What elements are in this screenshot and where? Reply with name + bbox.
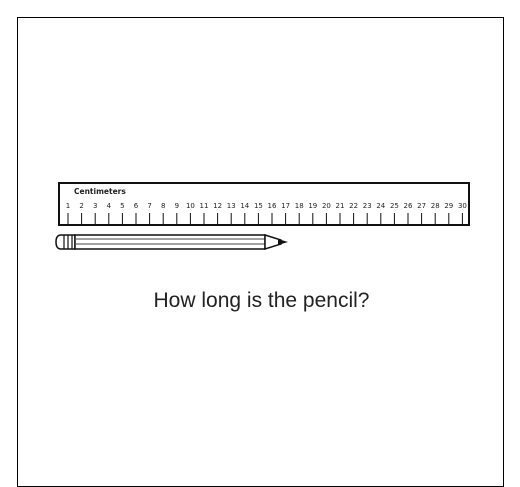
ruler-tick-label: 26: [404, 202, 413, 210]
ruler-tick-label: 27: [417, 202, 426, 210]
ruler-tick-label: 10: [186, 202, 195, 210]
ruler-tick-label: 29: [444, 202, 453, 210]
ruler-tick-label: 13: [227, 202, 236, 210]
ruler-tick-label: 9: [175, 202, 179, 210]
ruler-tick-label: 14: [240, 202, 249, 210]
ruler-tick-label: 4: [107, 202, 112, 210]
ruler-tick-label: 1: [66, 202, 70, 210]
ruler-tick-label: 22: [349, 202, 358, 210]
ruler-tick-label: 23: [363, 202, 372, 210]
ruler-tick-label: 24: [376, 202, 385, 210]
ruler-tick-label: 16: [268, 202, 277, 210]
ruler-tick-label: 25: [390, 202, 399, 210]
question-text: How long is the pencil?: [153, 289, 370, 312]
ruler-tick-label: 17: [281, 202, 290, 210]
pencil-eraser: [55, 234, 76, 250]
ruler-tick-label: 7: [147, 202, 151, 210]
ruler-tick-label: 3: [93, 202, 97, 210]
ruler-tick-label: 11: [200, 202, 209, 210]
pencil-barrel: [74, 234, 266, 250]
ruler-tick-label: 5: [120, 202, 124, 210]
ruler-tick-label: 18: [295, 202, 304, 210]
pencil-lead-tip: [278, 239, 288, 245]
ruler-tick-label: 12: [213, 202, 222, 210]
ruler-tick-label: 6: [134, 202, 139, 210]
pencil-image: [55, 233, 288, 251]
ruler-tick-label: 20: [322, 202, 331, 210]
ruler-tick-label: 30: [458, 202, 467, 210]
ruler-body: [58, 182, 470, 226]
ruler-tick-label: 2: [79, 202, 83, 210]
ruler-unit-label: Centimeters: [74, 187, 126, 196]
ruler-tick-label: 28: [431, 202, 440, 210]
ruler-tick-label: 19: [308, 202, 317, 210]
ruler-tick-label: 8: [161, 202, 165, 210]
ruler-tick-label: 21: [336, 202, 345, 210]
ruler-tick-label: 15: [254, 202, 263, 210]
